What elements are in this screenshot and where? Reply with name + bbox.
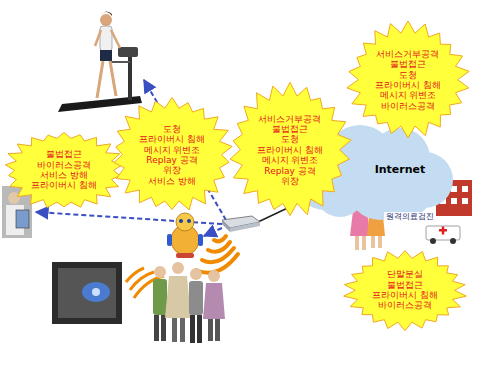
threat-item: 서비스거부공격 <box>375 49 441 59</box>
threat-item: 바이러스공격 <box>372 300 438 310</box>
threat-item: 도청 <box>139 124 205 134</box>
treadmill-figure <box>58 11 142 112</box>
threat-item: 프라이버시 침해 <box>31 180 97 190</box>
network-label: Internet <box>375 163 426 176</box>
threat-item: 프라이버시 침해 <box>139 134 205 144</box>
threat-item: Replay 공격 <box>257 166 323 176</box>
home-gateway <box>222 216 260 232</box>
threat-item: 불법접근 <box>31 149 97 159</box>
threat-item: 프라이버시 침해 <box>375 80 441 90</box>
elderly-people <box>153 262 225 343</box>
threat-item: 바이러스공격 <box>375 101 441 111</box>
threat-starburst: 불법접근바이러스공격서비스 방해프라이버시 침해 <box>2 130 126 211</box>
threat-item: 메시지 위변조 <box>139 145 205 155</box>
threat-item: 위장 <box>257 176 323 186</box>
sensor-photo <box>52 262 122 324</box>
threat-starburst: 도청프라이버시 침해메시지 위변조Replay 공격위장서비스 방해 <box>110 96 234 213</box>
threat-item: 도청 <box>257 134 323 144</box>
threat-item: 서비스거부공격 <box>257 114 323 124</box>
radio-wave <box>196 236 238 273</box>
threat-item: 서비스 방해 <box>139 176 205 186</box>
threat-item: 불법접근 <box>372 280 438 290</box>
threat-starburst: 단말분실불법접근프라이버시 침해바이러스공격 <box>343 250 467 331</box>
threat-item: 메시지 위변조 <box>375 90 441 100</box>
threat-item: 메시지 위변조 <box>257 155 323 165</box>
threat-starburst: 서비스거부공격불법접근도청프라이버시 침해메시지 위변조바이러스공격 <box>346 21 470 138</box>
threat-item: 불법접근 <box>257 124 323 134</box>
threat-item: 도청 <box>375 70 441 80</box>
threat-item: Replay 공격 <box>139 155 205 165</box>
threat-item: 프라이버시 침해 <box>257 145 323 155</box>
service-label: 원격의료검진 <box>384 212 436 222</box>
threat-item: 단말분실 <box>372 269 438 279</box>
threat-item: 서비스 방해 <box>31 170 97 180</box>
threat-starburst: 서비스거부공격불법접근도청프라이버시 침해메시지 위변조Replay 공격위장 <box>228 82 352 217</box>
threat-item: 바이러스공격 <box>31 160 97 170</box>
threat-item: 위장 <box>139 165 205 175</box>
robot-figure <box>167 213 203 258</box>
threat-item: 불법접근 <box>375 59 441 69</box>
threat-item: 프라이버시 침해 <box>372 290 438 300</box>
ambulance <box>426 226 460 244</box>
